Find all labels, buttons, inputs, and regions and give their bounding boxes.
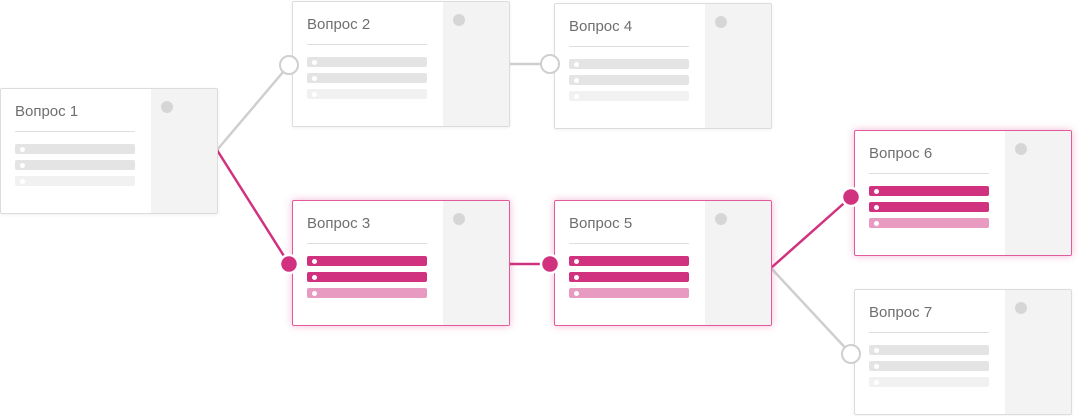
answer-option[interactable]: [869, 361, 989, 371]
connector-q5-q6: [769, 195, 853, 270]
answer-option[interactable]: [307, 288, 427, 298]
question-card-3[interactable]: Вопрос 3: [292, 200, 510, 326]
answer-option[interactable]: [15, 144, 135, 154]
divider: [307, 243, 427, 244]
side-dot-icon: [161, 101, 173, 113]
side-dot-icon: [453, 213, 465, 225]
question-card-6[interactable]: Вопрос 6: [854, 130, 1072, 256]
answer-option[interactable]: [307, 256, 427, 266]
answer-option[interactable]: [569, 256, 689, 266]
answer-option[interactable]: [869, 218, 989, 228]
option-marker: [574, 93, 579, 99]
option-marker: [874, 363, 879, 369]
divider: [869, 173, 989, 174]
answer-option[interactable]: [15, 176, 135, 186]
answer-option[interactable]: [569, 91, 689, 101]
card-side-panel: [1005, 131, 1071, 255]
question-card-2[interactable]: Вопрос 2: [292, 1, 510, 127]
divider: [869, 332, 989, 333]
side-dot-icon: [715, 213, 727, 225]
input-port-q7[interactable]: [841, 344, 861, 364]
answer-option[interactable]: [307, 272, 427, 282]
input-port-q4[interactable]: [540, 54, 560, 74]
option-marker: [874, 188, 879, 194]
option-marker: [874, 379, 879, 385]
answer-option[interactable]: [569, 288, 689, 298]
answer-option[interactable]: [307, 73, 427, 83]
card-side-panel: [443, 2, 509, 126]
option-marker: [312, 274, 317, 280]
option-marker: [574, 274, 579, 280]
question-card-1[interactable]: Вопрос 1: [0, 88, 218, 214]
divider: [15, 131, 135, 132]
input-port-q5[interactable]: [539, 253, 561, 275]
question-title: Вопрос 3: [307, 215, 371, 232]
option-marker: [20, 162, 25, 168]
side-dot-icon: [1015, 302, 1027, 314]
answer-option[interactable]: [869, 377, 989, 387]
input-port-q2[interactable]: [279, 55, 299, 75]
connector-q5-q7: [769, 266, 853, 356]
question-title: Вопрос 5: [569, 215, 633, 232]
question-card-7[interactable]: Вопрос 7: [854, 289, 1072, 415]
option-marker: [312, 258, 317, 264]
answer-option[interactable]: [569, 59, 689, 69]
card-side-panel: [705, 201, 771, 325]
option-marker: [874, 204, 879, 210]
input-port-q3[interactable]: [278, 253, 300, 275]
connector-q1-q3: [215, 148, 291, 266]
option-marker: [874, 347, 879, 353]
option-marker: [20, 178, 25, 184]
card-side-panel: [1005, 290, 1071, 414]
question-title: Вопрос 1: [15, 103, 79, 120]
answer-option[interactable]: [869, 202, 989, 212]
option-marker: [574, 77, 579, 83]
answer-option[interactable]: [569, 272, 689, 282]
option-marker: [312, 91, 317, 97]
side-dot-icon: [453, 14, 465, 26]
answer-option[interactable]: [307, 89, 427, 99]
answer-option[interactable]: [869, 186, 989, 196]
option-marker: [574, 61, 579, 67]
option-marker: [312, 290, 317, 296]
question-title: Вопрос 7: [869, 304, 933, 321]
option-marker: [874, 220, 879, 226]
card-side-panel: [151, 89, 217, 213]
divider: [569, 243, 689, 244]
answer-option[interactable]: [307, 57, 427, 67]
question-card-4[interactable]: Вопрос 4: [554, 3, 772, 129]
question-title: Вопрос 2: [307, 16, 371, 33]
option-marker: [574, 258, 579, 264]
divider: [307, 44, 427, 45]
answer-option[interactable]: [869, 345, 989, 355]
card-side-panel: [705, 4, 771, 128]
question-title: Вопрос 6: [869, 145, 933, 162]
side-dot-icon: [1015, 143, 1027, 155]
side-dot-icon: [715, 16, 727, 28]
answer-option[interactable]: [15, 160, 135, 170]
connector-q1-q2: [215, 63, 291, 152]
question-title: Вопрос 4: [569, 18, 633, 35]
input-port-q6[interactable]: [840, 186, 862, 208]
option-marker: [20, 146, 25, 152]
answer-option[interactable]: [569, 75, 689, 85]
card-side-panel: [443, 201, 509, 325]
option-marker: [312, 75, 317, 81]
divider: [569, 46, 689, 47]
option-marker: [312, 59, 317, 65]
question-card-5[interactable]: Вопрос 5: [554, 200, 772, 326]
option-marker: [574, 290, 579, 296]
